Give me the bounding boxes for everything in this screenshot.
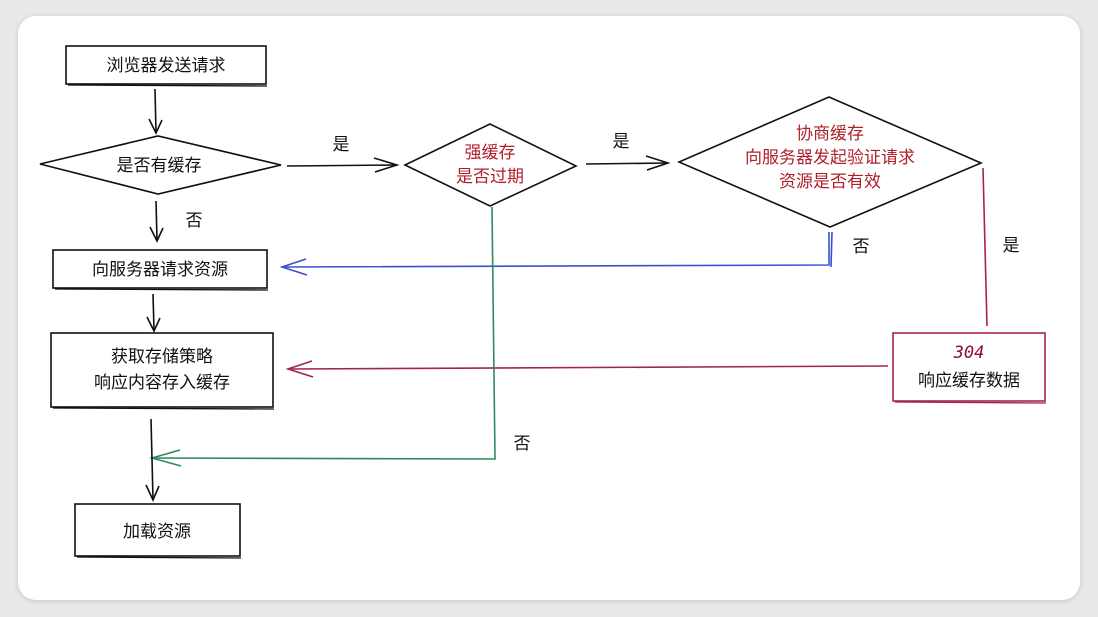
load-node: 加载资源 bbox=[74, 503, 242, 559]
resp304-label: 响应缓存数据 bbox=[918, 371, 1020, 391]
resp304-code: 304 bbox=[953, 343, 985, 363]
arrow-store-to-load bbox=[145, 418, 160, 502]
strong-cache-label-2: 是否过期 bbox=[456, 167, 524, 187]
negotiate-label-2: 向服务器发起验证请求 bbox=[745, 148, 915, 168]
has-cache-yes-label: 是 bbox=[333, 135, 350, 155]
arrow-304-to-store bbox=[285, 360, 889, 378]
strong-cache-node: 强缓存 是否过期 bbox=[403, 123, 578, 207]
diagram-card bbox=[18, 16, 1080, 600]
arrow-has-cache-no bbox=[149, 200, 164, 243]
arrow-negotiate-yes bbox=[982, 167, 988, 327]
start-node: 浏览器发送请求 bbox=[65, 45, 268, 87]
arrow-negotiate-no bbox=[279, 231, 833, 276]
resp304-node: 304 响应缓存数据 bbox=[892, 332, 1047, 404]
strong-yes-label: 是 bbox=[613, 132, 630, 152]
strong-cache-label-1: 强缓存 bbox=[465, 143, 516, 163]
negotiate-label-1: 协商缓存 bbox=[796, 124, 864, 144]
arrow-strong-yes bbox=[585, 155, 671, 171]
store-label-2: 响应内容存入缓存 bbox=[94, 373, 230, 393]
request-server-node: 向服务器请求资源 bbox=[52, 249, 269, 291]
request-server-label: 向服务器请求资源 bbox=[92, 260, 228, 280]
negotiate-label-3: 资源是否有效 bbox=[779, 172, 881, 192]
arrow-has-cache-yes bbox=[286, 157, 400, 173]
negotiate-node: 协商缓存 向服务器发起验证请求 资源是否有效 bbox=[676, 96, 984, 228]
start-label: 浏览器发送请求 bbox=[107, 56, 226, 76]
load-label: 加载资源 bbox=[123, 522, 191, 542]
negotiate-yes-label: 是 bbox=[1003, 236, 1020, 256]
arrow-start-to-has-cache bbox=[148, 88, 163, 135]
negotiate-no-label: 否 bbox=[853, 237, 870, 257]
strong-no-label: 否 bbox=[514, 434, 531, 454]
store-node: 获取存储策略 响应内容存入缓存 bbox=[50, 332, 275, 410]
has-cache-node: 是否有缓存 bbox=[39, 135, 282, 195]
arrow-request-to-store bbox=[146, 293, 161, 333]
store-label-1: 获取存储策略 bbox=[111, 347, 213, 367]
has-cache-label: 是否有缓存 bbox=[117, 156, 202, 176]
has-cache-no-label: 否 bbox=[186, 211, 203, 231]
